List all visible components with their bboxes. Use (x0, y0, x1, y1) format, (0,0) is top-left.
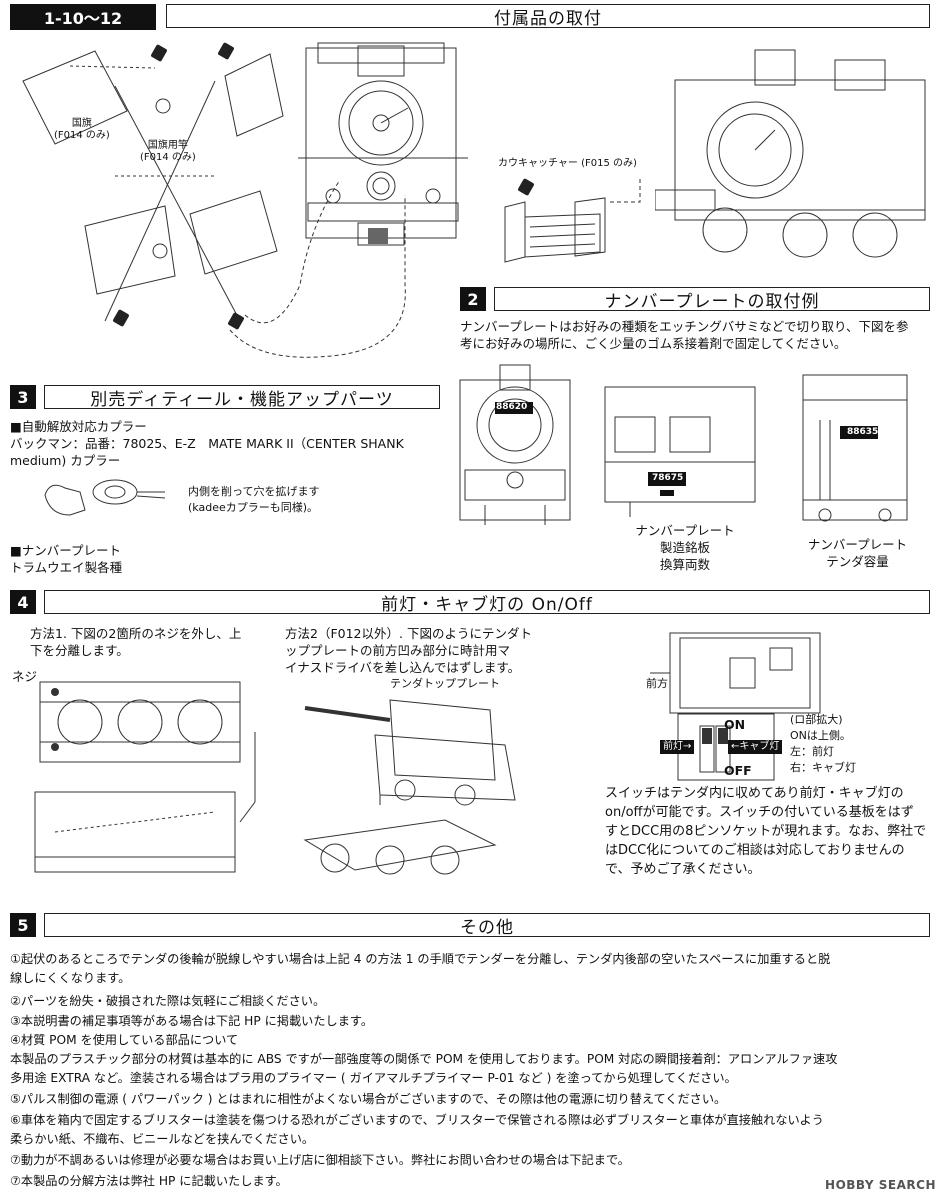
header-title: 付属品の取付 (166, 4, 930, 29)
tender-top-diagram (295, 690, 530, 890)
section-3-number: 3 (10, 385, 36, 409)
switch-board-diagram (650, 628, 830, 718)
note-line-10: 柔らかい紙、不織布、ビニールなどを挟んでください。 (10, 1132, 315, 1146)
method1-line2: 下を分離します。 (30, 643, 129, 658)
tender-split-diagram (15, 662, 275, 892)
watermark-logo: HOBBY SEARCH (825, 1178, 936, 1192)
switch-desc-5: で、予めご了承ください。 (605, 862, 761, 877)
method2-line1: 方法2（F012以外）. 下図のようにテンダト (285, 626, 532, 641)
plate-side-number: 78675 (652, 473, 684, 483)
section-2-desc-2: 考にお好みの場所に、ごく少量のゴム系接着剤で固定してください。 (460, 336, 847, 351)
flags-diagram (15, 36, 285, 366)
connector-lines (220, 165, 420, 365)
loco-front-diagram (298, 38, 468, 268)
note-line-3: ②パーツを紛失・破損された際は気軽にご相談ください。 (10, 994, 326, 1008)
cowcatcher-diagram (500, 172, 660, 267)
cablight-label: ←キャブ灯 (728, 740, 783, 754)
pole-label: 国旗用竿 (F014 のみ) (140, 140, 196, 163)
caption-mid-3: 換算両数 (659, 557, 710, 572)
switch-enlarge-label: (ロ部拡大) (790, 713, 843, 726)
coupler-note-1: 内側を削って穴を拡げます (188, 485, 320, 498)
method1-line1: 方法1. 下図の2箇所のネジを外し、上 (30, 626, 242, 641)
plate-rear-number: 88635 (847, 427, 879, 437)
header-tag: 1-10〜12 (10, 4, 156, 30)
tender-top-label: テンダトッププレート (390, 677, 500, 690)
note-line-6: 本製品のプラスチック部分の材質は基本的に ABS ですが一部強度等の関係で PO… (10, 1052, 838, 1066)
note-line-1: ①起伏のあるところでテンダの後輪が脱線しやすい場合は上記 4 の方法 1 の手順… (10, 952, 831, 966)
switch-desc-2: on/offが可能です。スイッチの付いている基板をはず (605, 805, 914, 820)
switch-desc-4: はDCC化についてのご相談は対応しておりませんの (605, 843, 905, 858)
switch-note-on: ONは上側。 (790, 729, 851, 742)
plate-side-diagram (600, 382, 770, 522)
cowcatcher-label: カウキャッチャー (F015 のみ) (498, 158, 637, 169)
section-3-title: 別売ディティール・機能アップパーツ (44, 385, 440, 410)
switch-note-left: 左：前灯 (790, 745, 834, 758)
caption-mid-1: ナンバープレート (635, 523, 735, 538)
caption-right-2: テンダ容量 (826, 554, 889, 569)
section-2-title: ナンバープレートの取付例 (494, 287, 930, 312)
s3-item1-title: ■自動解放対応カプラー (10, 419, 147, 434)
s3-item2-title: ■ナンバープレート (10, 543, 122, 558)
section-4-title: 前灯・キャブ灯の On/Off (44, 590, 930, 615)
switch-note-right: 右：キャブ灯 (790, 761, 856, 774)
note-line-11: ⑦動力が不調あるいは修理が必要な場合はお買い上げ店に御相談下さい。弊社にお問い合… (10, 1153, 630, 1167)
note-line-7: 多用途 EXTRA など。塗装される場合はプラ用のプライマー ( ガイアマルチプ… (10, 1071, 737, 1085)
method2-line3: イナスドライバを差し込んではずします。 (285, 660, 521, 675)
s3-item2-line1: トラムウエイ製各種 (10, 560, 123, 575)
screw-label: ネジ (12, 669, 38, 684)
switch-desc-1: スイッチはテンダ内に収めてあり前灯・キャブ灯の (605, 786, 904, 801)
flag-label: 国旗 (F014 のみ) (54, 118, 110, 141)
front-label: 前方 (646, 677, 668, 690)
section-5-title: その他 (44, 913, 930, 938)
note-line-8: ⑤パルス制御の電源 ( パワーパック ) とはまれに相性がよくない場合がございま… (10, 1092, 727, 1106)
switch-desc-3: すとDCC用の8ピンソケットが現れます。なお、弊社で (605, 824, 927, 839)
note-line-2: 線しにくくなります。 (10, 971, 131, 985)
method2-line2: ッププレートの前方凹み部分に時計用マ (285, 643, 511, 658)
headlight-label: 前灯→ (660, 740, 695, 754)
coupler-diagram (40, 470, 180, 525)
section-5-number: 5 (10, 913, 36, 937)
s3-item1-line2: medium) カプラー (10, 453, 121, 468)
coupler-note-2: (kadeeカプラーも同様)。 (188, 501, 319, 514)
section-2-number: 2 (460, 287, 486, 311)
note-line-12: ⑦本製品の分解方法は弊社 HP に記載いたします。 (10, 1174, 288, 1188)
section-4-number: 4 (10, 590, 36, 614)
plate-front-number: 88620 (496, 402, 528, 412)
s3-item1-line1: バックマン：品番：78025、E-Z MATE MARK II（CENTER S… (10, 436, 404, 451)
note-line-5: ④材質 POM を使用している部品について (10, 1033, 239, 1047)
plate-rear-diagram (795, 360, 915, 530)
note-line-4: ③本説明書の補足事項等がある場合は下記 HP に掲載いたします。 (10, 1014, 374, 1028)
off-label: OFF (724, 763, 752, 778)
plate-front-diagram (455, 360, 575, 530)
loco-perspective-diagram (655, 40, 940, 265)
on-label: ON (724, 717, 746, 732)
caption-mid-2: 製造銘板 (659, 540, 710, 555)
caption-right-1: ナンバープレート (807, 537, 908, 552)
section-2-desc-1: ナンバープレートはお好みの種類をエッチングバサミなどで切り取り、下図を参 (460, 319, 909, 334)
note-line-9: ⑥車体を箱内で固定するブリスターは塗装を傷つける恐れがございますので、ブリスター… (10, 1113, 824, 1127)
